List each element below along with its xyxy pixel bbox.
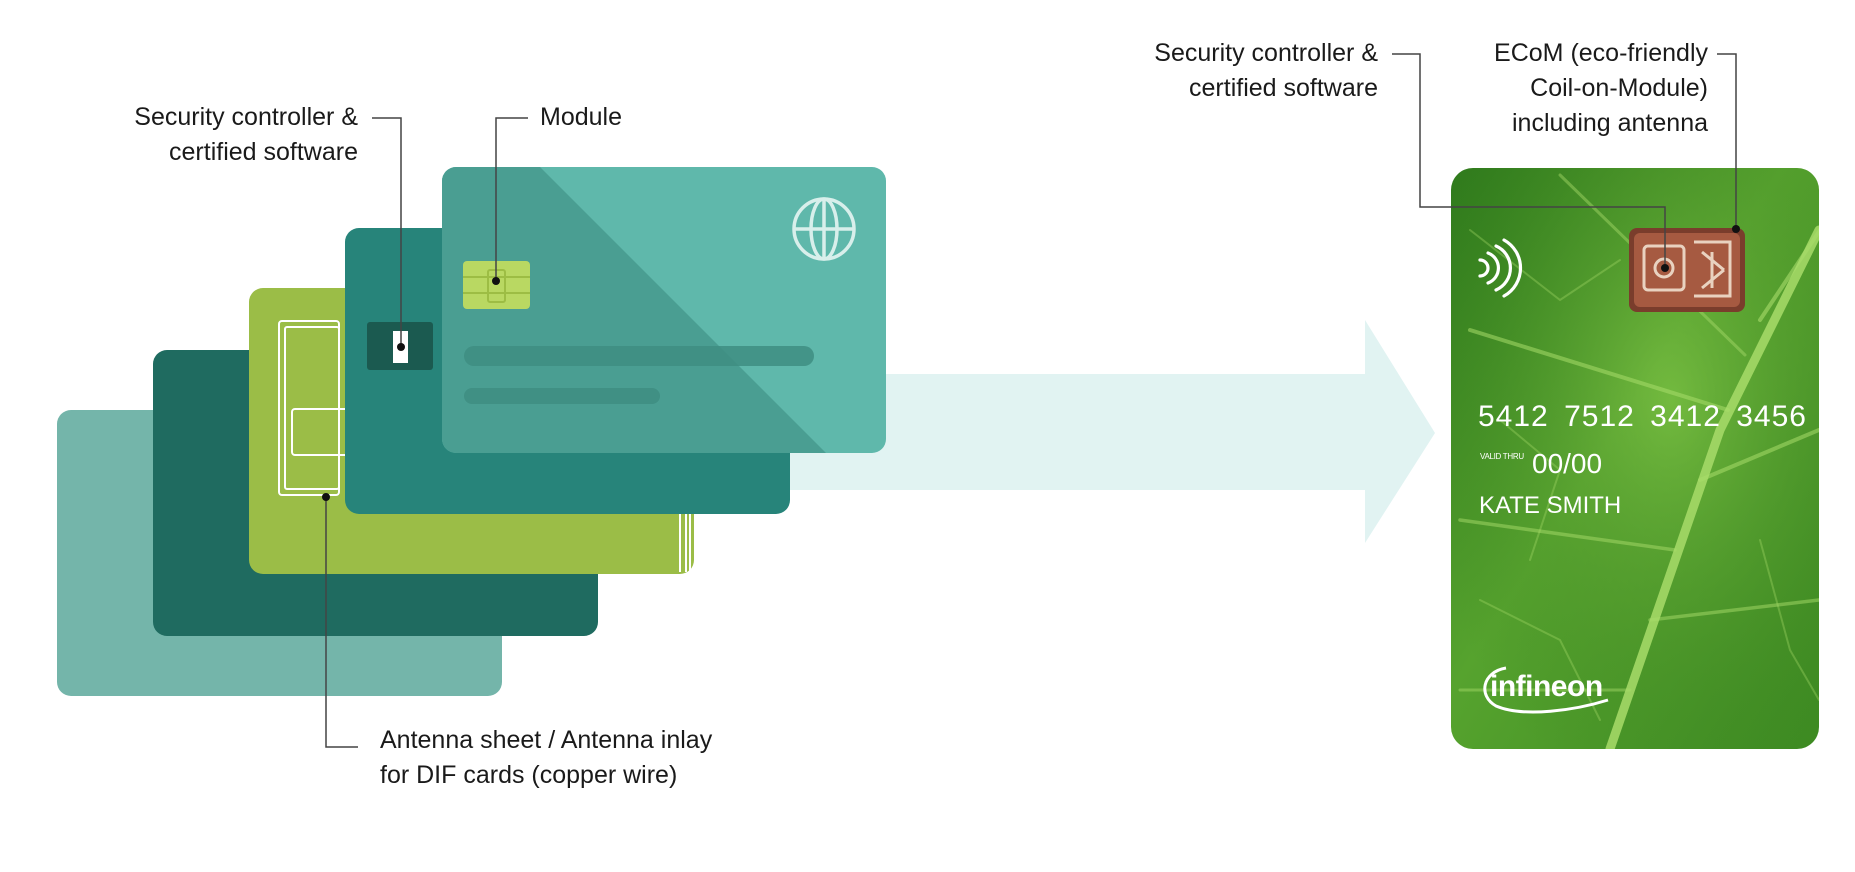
- label-left-security-controller: Security controller & certified software: [134, 103, 358, 166]
- label-antenna-sheet: Antenna sheet / Antenna inlay for DIF ca…: [380, 726, 713, 789]
- card-layer-stack: [57, 167, 886, 696]
- card-number: 5412 7512 3412 3456: [1478, 400, 1807, 433]
- ecom-module-icon: [1629, 228, 1745, 312]
- label-module: Module: [540, 103, 622, 131]
- leader-lines-left: [325, 117, 528, 748]
- brand-logo: infineon: [1476, 660, 1616, 720]
- card-valid-thru-date: 00/00: [1532, 448, 1603, 479]
- leader-lines-right: [1392, 53, 1737, 268]
- card-layer-front: [442, 167, 886, 453]
- transition-arrow: [760, 320, 1435, 543]
- leader-dots-left: [322, 277, 500, 501]
- leaf-veins: [1458, 173, 1819, 749]
- card-holder-name: KATE SMITH: [1479, 492, 1622, 519]
- card-valid-thru-label: VALID THRU: [1480, 452, 1524, 461]
- globe-icon: [792, 197, 856, 261]
- label-ecom: ECoM (eco-friendly Coil-on-Module) inclu…: [1494, 39, 1708, 137]
- eco-card: [1451, 168, 1819, 749]
- contactless-icon: [1478, 238, 1523, 298]
- label-right-security-controller: Security controller & certified software: [1154, 39, 1378, 102]
- leader-dots-right: [1661, 225, 1740, 272]
- brand-logo-text: infineon: [1490, 670, 1603, 703]
